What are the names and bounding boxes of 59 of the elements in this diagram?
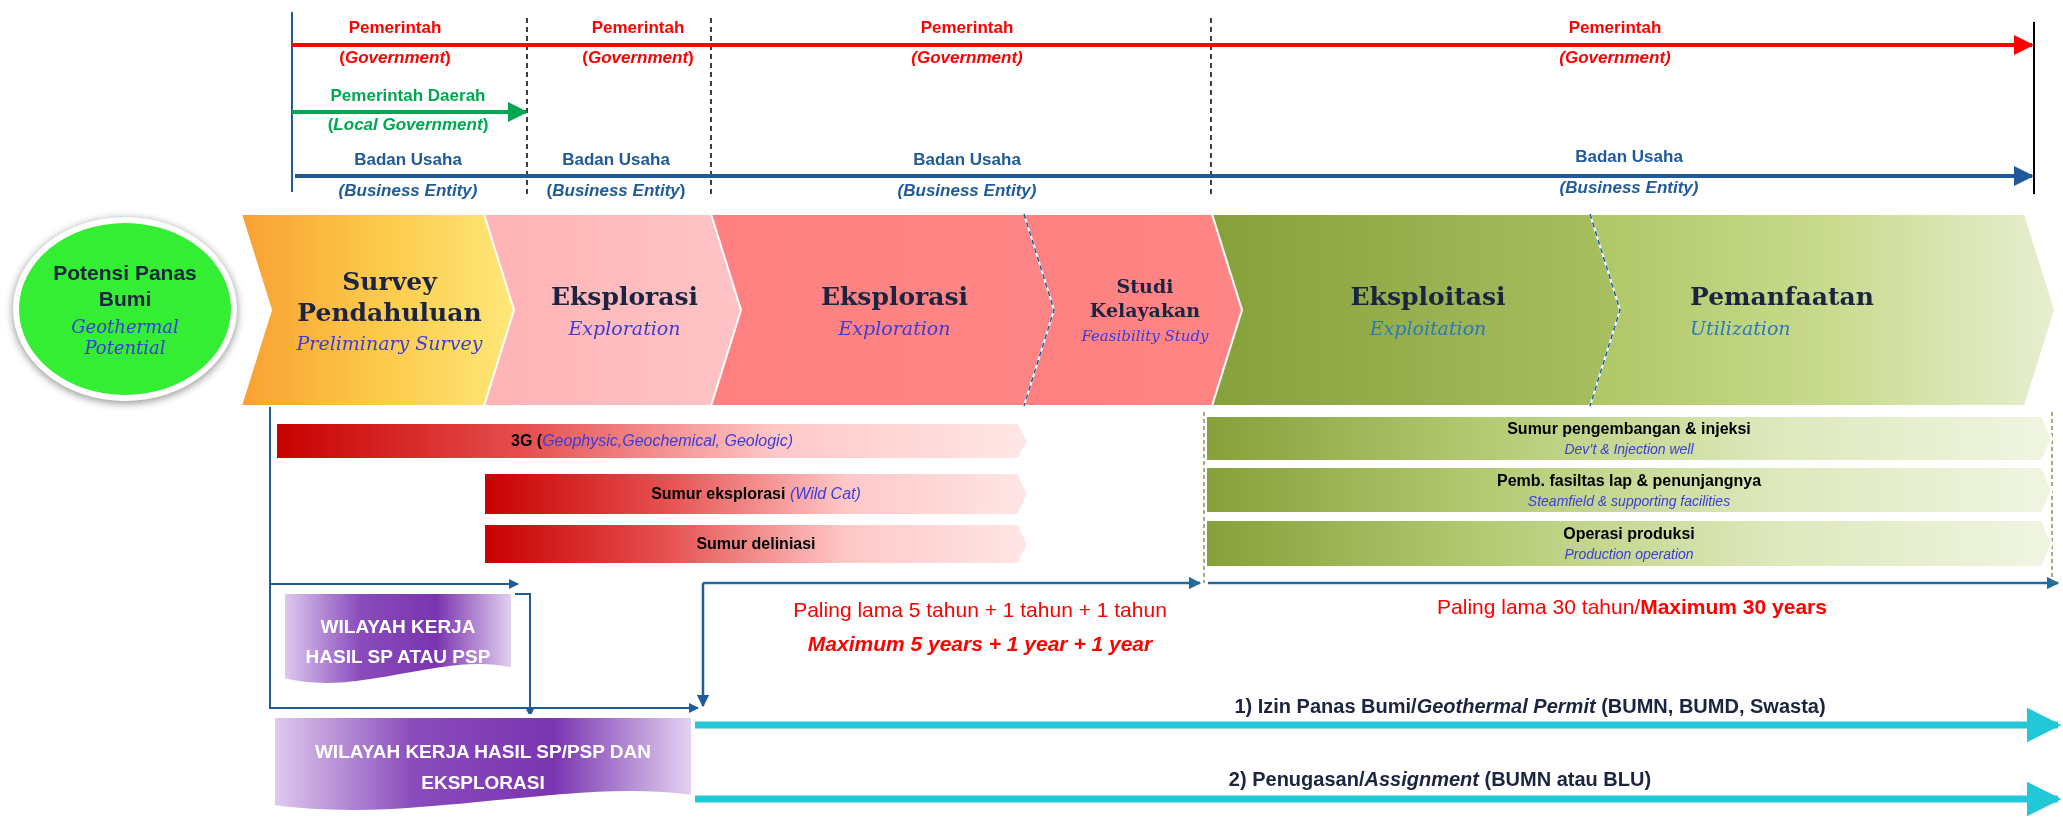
duration-label: Paling lama 5 tahun + 1 tahun + 1 tahun xyxy=(793,598,1167,622)
arrow xyxy=(695,781,2062,817)
timeline-label: Badan Usaha xyxy=(913,150,1021,170)
bar-label: Pemb. fasiltas lap & penunjangnya xyxy=(1496,471,1762,490)
process-step xyxy=(1212,214,1622,406)
activity-bar xyxy=(1206,467,2052,513)
timeline-label: Badan Usaha xyxy=(1575,147,1683,167)
stage-subtitle: Exploitation xyxy=(1369,316,1487,339)
activity-bar xyxy=(1206,520,2052,567)
activity-bar xyxy=(484,473,1028,515)
timeline-label: Badan Usaha xyxy=(562,150,670,170)
document-label: WILAYAH KERJA HASIL SP/PSP DAN EKSPLORASI xyxy=(313,740,653,795)
stage-subtitle: Utilization xyxy=(1690,316,1791,339)
timeline-label: Pemerintah xyxy=(920,18,1014,38)
stage-title: Pemanfaatan xyxy=(1690,281,1874,313)
duration-label: Paling lama 30 tahun/Maximum 30 years xyxy=(1437,595,1827,619)
process-step xyxy=(1590,214,2055,406)
process-step xyxy=(1024,214,1244,406)
timeline-label: (Government) xyxy=(339,48,451,68)
document-label: WILAYAH KERJA HASIL SP ATAU PSP xyxy=(304,614,492,669)
timeline-label: (Government) xyxy=(911,48,1023,68)
arrow xyxy=(695,707,2062,743)
bar-label: Sumur deliniasi xyxy=(696,535,816,553)
node-title: Potensi Panas Bumi xyxy=(52,259,198,312)
stage-title: Survey Pendahuluan xyxy=(296,265,483,329)
activity-bar xyxy=(276,423,1028,459)
edge-label: 1) Izin Panas Bumi/Geothermal Permit (BUMN, BUMD, Swasta) xyxy=(1234,695,1826,718)
timeline-label: (Government) xyxy=(1559,48,1671,68)
timeline-label: (Business Entity) xyxy=(897,181,1037,201)
timeline-label: (Business Entity) xyxy=(1559,178,1699,198)
timeline-label: (Government) xyxy=(582,48,694,68)
timeline-label: Pemerintah Daerah xyxy=(330,86,486,106)
bar-label: Sumur eksplorasi (Wild Cat) xyxy=(651,485,861,503)
timeline-label: Pemerintah xyxy=(348,18,442,38)
process-step xyxy=(241,214,516,406)
stage-title: Eksplorasi xyxy=(820,281,968,313)
stage-subtitle: Exploration xyxy=(838,316,951,339)
edge-label: 2) Penugasan/Assignment (BUMN atau BLU) xyxy=(1228,768,1652,791)
stage-subtitle: Preliminary Survey xyxy=(296,332,483,355)
bar-label: Operasi produksi xyxy=(1563,525,1695,543)
timeline-label: Pemerintah xyxy=(1568,18,1662,38)
timeline-label: (Business Entity) xyxy=(546,181,686,201)
activity-bar xyxy=(1206,416,2052,461)
activity-bar xyxy=(484,524,1028,564)
bar-sublabel: Production operation xyxy=(1564,546,1694,562)
stage-title: Studi Kelayakan xyxy=(1088,275,1202,323)
node-subtitle: Geothermal Potential xyxy=(70,316,180,359)
timeline-label: (Business Entity) xyxy=(338,181,478,201)
bar-sublabel: Dev’t & Injection well xyxy=(1564,441,1694,457)
bar-sublabel: Steamfield & supporting facilities xyxy=(1527,492,1731,509)
bar-label: 3G (Geophysic,Geochemical, Geologic) xyxy=(511,432,793,450)
process-step xyxy=(711,214,1056,406)
stage-title: Eksploitasi xyxy=(1350,281,1506,313)
stage-subtitle: Feasibility Study xyxy=(1081,326,1209,345)
bar-label: Sumur pengembangan & injeksi xyxy=(1507,420,1751,438)
duration-label: Maximum 5 years + 1 year + 1 year xyxy=(807,632,1153,656)
timeline-label: (Local Government) xyxy=(327,115,489,135)
timeline-label: Badan Usaha xyxy=(354,150,462,170)
timeline-label: Pemerintah xyxy=(591,18,685,38)
